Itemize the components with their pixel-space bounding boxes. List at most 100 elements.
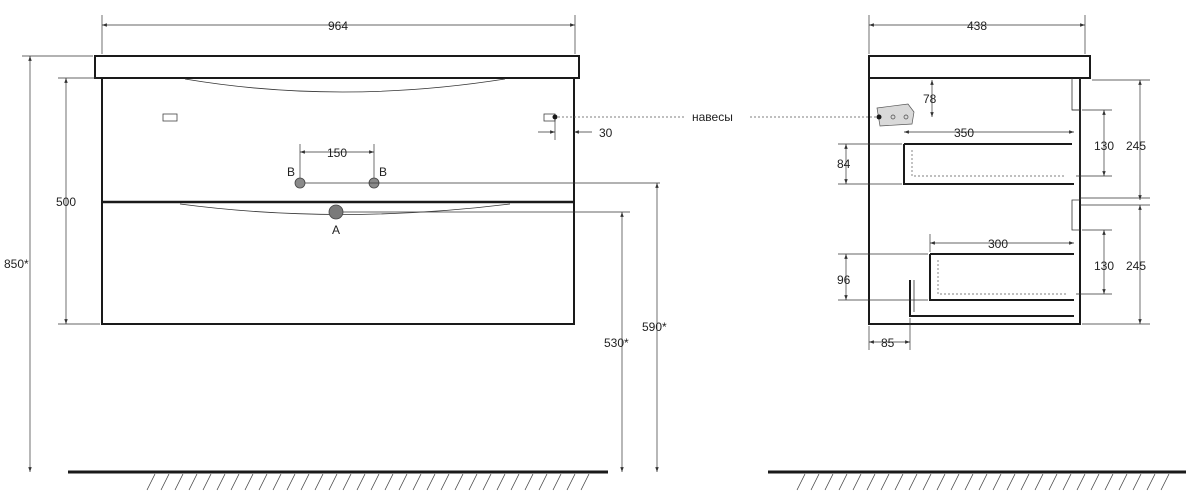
hinge-left: [162, 113, 178, 122]
hatch-stroke: [552, 473, 562, 491]
countertop-front: [94, 55, 580, 79]
cabinet-height-label: 500: [56, 195, 76, 209]
upper-drawer-depth-label: 350: [954, 126, 974, 140]
floor-hatch-side: [796, 473, 1170, 491]
hatch-stroke: [426, 473, 436, 491]
hatch-stroke: [894, 473, 904, 491]
hinge-height-label: 78: [923, 92, 937, 106]
hatch-stroke: [188, 473, 198, 491]
hatch-stroke: [1104, 473, 1114, 491]
hatch-stroke: [524, 473, 534, 491]
hatch-stroke: [838, 473, 848, 491]
hatch-stroke: [1118, 473, 1128, 491]
upper-drawer-profile: [903, 144, 1074, 185]
hatch-stroke: [964, 473, 974, 491]
hatch-stroke: [810, 473, 820, 491]
hatch-stroke: [370, 473, 380, 491]
hatch-stroke: [908, 473, 918, 491]
hinge-callout-label: навесы: [692, 110, 733, 124]
hinge-hole: [890, 114, 896, 120]
floor-hatch-front: [146, 473, 590, 491]
drain-height-label: 530*: [604, 336, 629, 350]
hatch-stroke: [796, 473, 806, 491]
hatch-stroke: [1076, 473, 1086, 491]
hatch-stroke: [328, 473, 338, 491]
upper-inner-height-label: 130: [1094, 139, 1114, 153]
hatch-stroke: [880, 473, 890, 491]
hinge-bracket-side: [876, 103, 915, 127]
hatch-stroke: [1146, 473, 1156, 491]
back-panel-mid: [1071, 109, 1081, 231]
hatch-stroke: [1062, 473, 1072, 491]
total-height-label: 850*: [4, 257, 29, 271]
bottom-stop: [909, 280, 1074, 317]
hatch-stroke: [244, 473, 254, 491]
upper-drawer-height-label: 84: [837, 157, 851, 171]
pipe-b-left: [294, 177, 306, 189]
hatch-stroke: [230, 473, 240, 491]
hatch-stroke: [482, 473, 492, 491]
side-view: 438 78 350 84 130 245 300 96 1: [768, 15, 1186, 491]
hatch-stroke: [160, 473, 170, 491]
hatch-stroke: [1160, 473, 1170, 491]
drain-a: [328, 204, 344, 220]
hatch-stroke: [342, 473, 352, 491]
hatch-stroke: [216, 473, 226, 491]
hatch-stroke: [412, 473, 422, 491]
lower-inner-height-label: 130: [1094, 259, 1114, 273]
hatch-stroke: [356, 473, 366, 491]
front-view: 964 850* 500 150 B B A 30 навесы 530* 59…: [4, 15, 876, 491]
hatch-stroke: [510, 473, 520, 491]
width-label: 964: [328, 19, 348, 33]
hatch-stroke: [454, 473, 464, 491]
upper-drawer-inner: [911, 150, 1066, 177]
hatch-stroke: [440, 473, 450, 491]
upper-section-height-label: 245: [1126, 139, 1146, 153]
hatch-stroke: [300, 473, 310, 491]
hatch-stroke: [202, 473, 212, 491]
hatch-stroke: [272, 473, 282, 491]
hatch-stroke: [866, 473, 876, 491]
hinge-point: [552, 114, 558, 120]
cabinet-body-side: [868, 78, 1081, 325]
hatch-stroke: [496, 473, 506, 491]
hatch-stroke: [146, 473, 156, 491]
hatch-stroke: [922, 473, 932, 491]
hatch-stroke: [580, 473, 590, 491]
basin-curve: [184, 78, 506, 93]
lower-drawer-curve: [179, 203, 511, 215]
lower-drawer-depth-label: 300: [988, 237, 1008, 251]
hatch-stroke: [852, 473, 862, 491]
drain-label: A: [332, 223, 340, 237]
hinge-offset-label: 30: [599, 126, 613, 140]
hatch-stroke: [978, 473, 988, 491]
hatch-stroke: [936, 473, 946, 491]
lower-drawer-height-label: 96: [837, 273, 851, 287]
hatch-stroke: [824, 473, 834, 491]
hinge-hole: [903, 114, 909, 120]
hatch-stroke: [950, 473, 960, 491]
pipe-height-label: 590*: [642, 320, 667, 334]
hinge-pivot: [876, 114, 882, 120]
bottom-offset-label: 85: [881, 336, 895, 350]
hatch-stroke: [538, 473, 548, 491]
hatch-stroke: [1006, 473, 1016, 491]
hatch-stroke: [258, 473, 268, 491]
hatch-stroke: [174, 473, 184, 491]
hatch-stroke: [566, 473, 576, 491]
pipe-b-left-label: B: [287, 165, 295, 179]
lower-section-height-label: 245: [1126, 259, 1146, 273]
pipe-spacing-label: 150: [327, 146, 347, 160]
hatch-stroke: [1132, 473, 1142, 491]
hatch-stroke: [1090, 473, 1100, 491]
depth-label: 438: [967, 19, 987, 33]
hatch-stroke: [1020, 473, 1030, 491]
countertop-side: [868, 55, 1091, 79]
hatch-stroke: [314, 473, 324, 491]
hatch-stroke: [992, 473, 1002, 491]
hatch-stroke: [1034, 473, 1044, 491]
pipe-b-right-label: B: [379, 165, 387, 179]
lower-drawer-profile: [929, 254, 1074, 301]
back-panel-top: [1071, 78, 1081, 111]
